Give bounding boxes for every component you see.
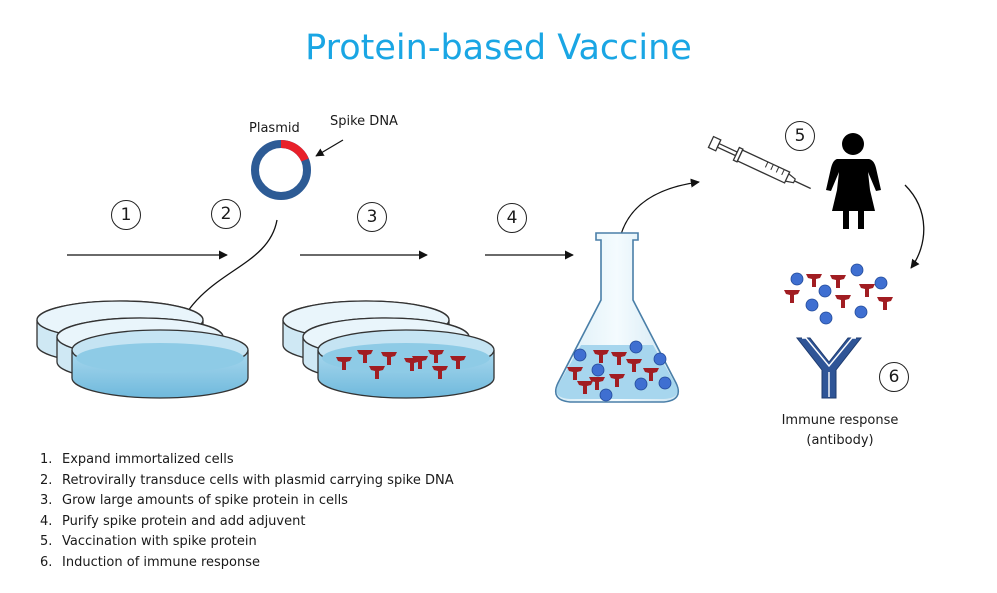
page-title: Protein-based Vaccine [305,28,692,68]
step-number-5: 5 [785,121,815,151]
steps-list: 1. Expand immortalized cells 2. Retroviral… [40,450,454,573]
immune-response-line-1: Immune response [781,413,899,428]
syringe-icon [707,135,811,190]
step-number-3: 3 [357,202,387,232]
step-item: 5. Vaccination with spike protein [40,532,454,553]
arrow-person-to-response [904,184,925,269]
step-item-text: Vaccination with spike protein [62,534,257,549]
step-item-text: Purify spike protein and add adjuvent [62,513,306,529]
step-item: 2. Retrovirally transduce cells with plas… [40,471,454,492]
step-item-number: 1. [40,452,53,467]
step-item-number: 5. [40,534,53,549]
petri-dish-stack-1 [36,300,249,399]
plasmid-label: Plasmid [249,121,300,136]
step-item-number: 6. [40,554,53,570]
flask-icon [554,232,680,403]
plasmid-icon [251,140,311,200]
step-item: 4. Purify spike protein and add adjuvent [40,512,454,533]
spike-dna-pointer-arrow [315,139,344,157]
spike-dna-label: Spike DNA [330,114,398,129]
step-item-number: 3. [40,493,53,508]
step-item-number: 4. [40,513,53,529]
step-item: 3. Grow large amounts of spike protein in… [40,491,454,512]
step-item: 6. Induction of immune response [40,553,454,574]
immune-response-label: Immune response (antibody) [770,411,910,451]
antibody-icon [795,337,863,399]
step-item-text: Grow large amounts of spike protein in c… [62,493,348,508]
immune-response-particles [784,263,893,325]
step-item-number: 2. [40,472,53,488]
step-number-2: 2 [211,199,241,229]
step-item-text: Retrovirally transduce cells with plasmi… [62,472,454,488]
step-item: 1. Expand immortalized cells [40,450,454,471]
step-number-6: 6 [879,362,909,392]
step-number-4: 4 [497,203,527,233]
immune-response-line-2: (antibody) [806,433,874,448]
step-item-text: Induction of immune response [62,554,261,570]
step-number-1: 1 [111,200,141,230]
person-icon [826,133,881,229]
petri-dish-stack-2 [282,300,495,399]
step-item-text: Expand immortalized cells [62,452,234,467]
